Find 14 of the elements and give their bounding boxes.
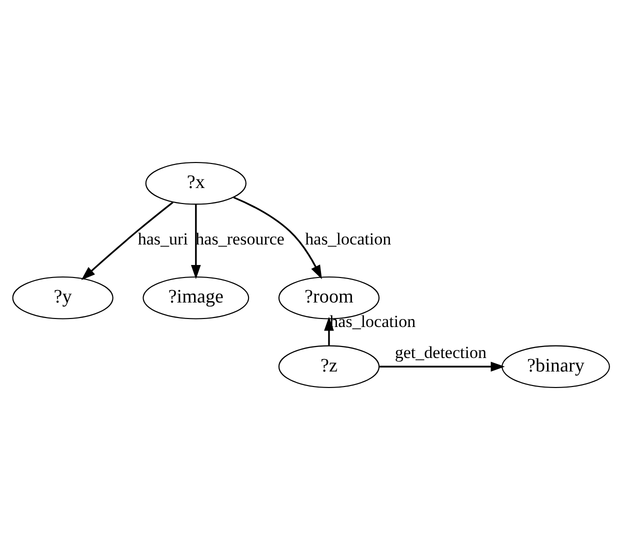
node-ellipse: ?image bbox=[142, 276, 250, 320]
arrow bbox=[81, 202, 174, 280]
edge-label: has_resource bbox=[196, 230, 285, 249]
arrow bbox=[324, 316, 334, 346]
edge-label: has_location bbox=[305, 230, 392, 249]
node-ellipse: ?binary bbox=[502, 345, 610, 388]
edge-label: has_uri bbox=[138, 230, 188, 249]
node-ellipse: ?x bbox=[145, 162, 246, 205]
arrow bbox=[233, 196, 322, 280]
node-ellipse: ?y bbox=[12, 276, 114, 320]
node-ellipse: ?z bbox=[278, 345, 380, 388]
edge-label: get_detection bbox=[394, 342, 487, 362]
arrow bbox=[190, 204, 201, 280]
arrow bbox=[379, 362, 505, 372]
